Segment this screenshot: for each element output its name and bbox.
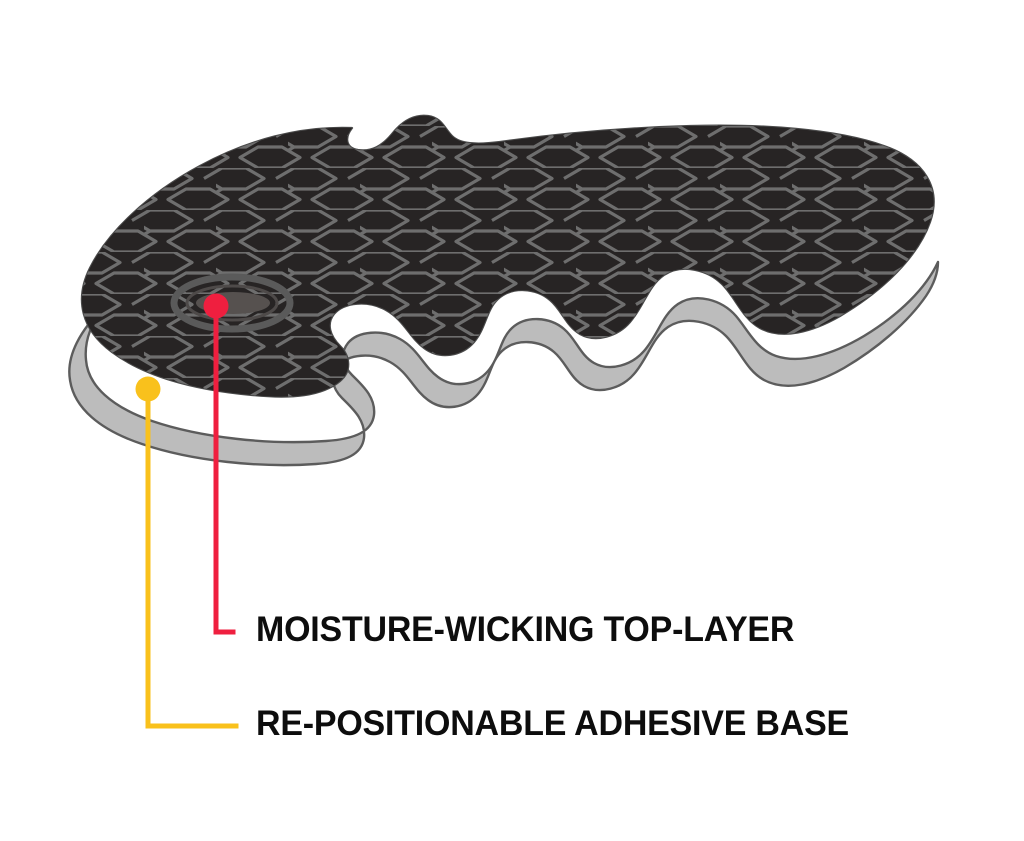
callout-label-adhesive-base: RE-POSITIONABLE ADHESIVE BASE: [256, 704, 849, 743]
emboss-inner-ring: [185, 284, 279, 322]
callout-dot-top-layer[interactable]: [203, 293, 229, 319]
callout-label-top-layer: MOISTURE-WICKING TOP-LAYER: [256, 610, 795, 649]
callout-leaders: [135, 293, 239, 729]
honeycomb-texture: [81, 115, 934, 397]
callout-dot-adhesive-base[interactable]: [135, 376, 161, 402]
top-layer: [80, 114, 935, 398]
emboss-outer-ring: [170, 273, 294, 333]
leader-line-top-layer: [213, 303, 236, 635]
leader-line-adhesive-base: [145, 386, 239, 729]
